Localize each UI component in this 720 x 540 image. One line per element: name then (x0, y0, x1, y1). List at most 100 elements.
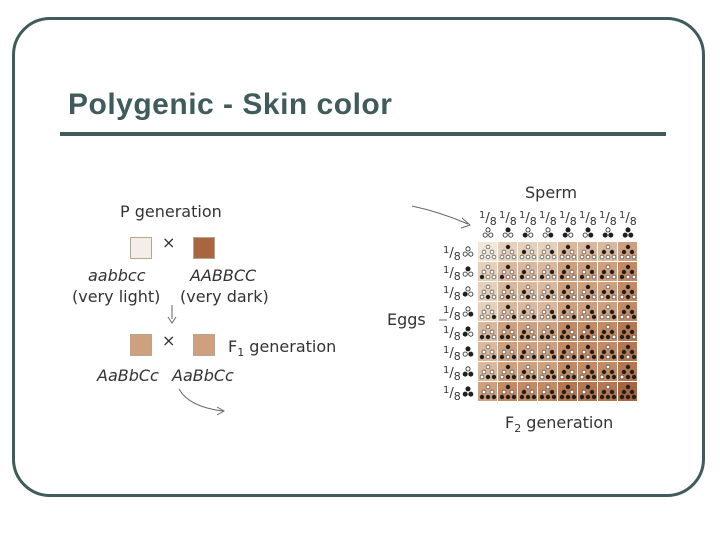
sperm-fraction: 1/8 (559, 210, 577, 228)
sperm-fraction: 1/8 (579, 210, 597, 228)
cross-symbol-f1: × (162, 331, 176, 350)
sperm-gamete-icon (481, 226, 495, 245)
f2-offspring-cell (578, 262, 598, 282)
egg-gamete-icon (461, 345, 475, 364)
cross-symbol-p: × (162, 233, 176, 252)
f2-offspring-cell (618, 242, 638, 262)
f2-offspring-cell (518, 362, 538, 382)
parent1-phenotype: (very light) (72, 287, 161, 306)
f2-offspring-cell (518, 262, 538, 282)
egg-gamete-icon (461, 305, 475, 324)
sperm-gamete-icon (561, 226, 575, 245)
f2-offspring-cell (478, 362, 498, 382)
slide-frame (12, 17, 705, 497)
f2-offspring-cell (578, 242, 598, 262)
egg-fraction: 1/8 (443, 325, 461, 343)
f2-offspring-cell (598, 382, 618, 402)
eggs-arrow (439, 319, 447, 321)
parent1-swatch (130, 237, 152, 259)
f2-offspring-cell (518, 242, 538, 262)
sperm-gamete-icon (501, 226, 515, 245)
sperm-gamete-icon (621, 226, 635, 245)
f2-offspring-cell (618, 282, 638, 302)
f2-offspring-cell (578, 342, 598, 362)
sperm-fraction: 1/8 (619, 210, 637, 228)
sperm-fraction: 1/8 (519, 210, 537, 228)
f1-generation-label: F1 generation (228, 337, 337, 360)
f1-swatch-2 (193, 334, 215, 356)
f2-offspring-cell (498, 262, 518, 282)
f2-offspring-cell (478, 262, 498, 282)
f2-offspring-cell (478, 342, 498, 362)
f2-offspring-cell (498, 282, 518, 302)
p-to-f1-arrow (167, 305, 177, 324)
sperm-fraction: 1/8 (539, 210, 557, 228)
f2-offspring-cell (558, 322, 578, 342)
egg-gamete-icon (461, 365, 475, 384)
egg-gamete-icon (461, 325, 475, 344)
f2-offspring-cell (618, 322, 638, 342)
sperm-gamete-icon (521, 226, 535, 245)
eggs-label: Eggs (387, 310, 426, 329)
f2-offspring-cell (498, 322, 518, 342)
f2-offspring-cell (538, 322, 558, 342)
f2-offspring-cell (598, 282, 618, 302)
f2-offspring-cell (598, 302, 618, 322)
egg-fraction: 1/8 (443, 385, 461, 403)
f2-offspring-cell (478, 322, 498, 342)
f2-offspring-cell (478, 242, 498, 262)
f2-offspring-cell (598, 362, 618, 382)
egg-fraction: 1/8 (443, 345, 461, 363)
egg-gamete-icon (461, 265, 475, 284)
f2-offspring-cell (498, 242, 518, 262)
title-underline (60, 132, 666, 136)
f2-offspring-cell (598, 262, 618, 282)
f2-offspring-cell (618, 302, 638, 322)
f1-swatch-1 (130, 334, 152, 356)
egg-fraction: 1/8 (443, 365, 461, 383)
egg-fraction: 1/8 (443, 305, 461, 323)
egg-gamete-icon (461, 245, 475, 264)
sperm-fraction: 1/8 (499, 210, 517, 228)
parent2-genotype: AABBCC (190, 266, 257, 285)
f2-offspring-cell (478, 302, 498, 322)
f2-offspring-cell (498, 362, 518, 382)
f1-genotype-1: AaBbCc (97, 366, 159, 385)
parent2-swatch (193, 237, 215, 259)
p-generation-label: P generation (120, 202, 222, 221)
f1-to-f2-arrow (178, 388, 226, 416)
sperm-label: Sperm (525, 183, 578, 202)
parent1-genotype: aabbcc (88, 266, 146, 285)
f2-offspring-cell (518, 382, 538, 402)
f2-offspring-cell (498, 302, 518, 322)
f2-offspring-cell (578, 322, 598, 342)
f2-offspring-cell (578, 302, 598, 322)
sperm-gamete-icon (581, 226, 595, 245)
parent2-phenotype: (very dark) (180, 287, 269, 306)
f2-offspring-cell (518, 302, 538, 322)
f2-offspring-cell (598, 322, 618, 342)
f2-offspring-cell (538, 262, 558, 282)
f2-offspring-cell (558, 362, 578, 382)
sperm-arrow (411, 205, 471, 229)
f2-offspring-cell (578, 362, 598, 382)
f2-offspring-cell (558, 242, 578, 262)
f2-offspring-cell (538, 382, 558, 402)
f2-offspring-cell (618, 362, 638, 382)
f2-offspring-cell (558, 302, 578, 322)
egg-gamete-icon (461, 285, 475, 304)
f2-offspring-cell (618, 382, 638, 402)
f2-offspring-cell (478, 382, 498, 402)
f1-genotype-2: AaBbCc (172, 366, 234, 385)
f2-offspring-cell (538, 362, 558, 382)
f2-offspring-cell (498, 342, 518, 362)
f2-offspring-cell (618, 342, 638, 362)
f2-offspring-cell (518, 342, 538, 362)
f2-offspring-cell (578, 282, 598, 302)
f2-offspring-cell (578, 382, 598, 402)
f2-offspring-cell (618, 262, 638, 282)
egg-gamete-icon (461, 385, 475, 404)
sperm-fraction: 1/8 (479, 210, 497, 228)
egg-fraction: 1/8 (443, 245, 461, 263)
f2-offspring-cell (538, 242, 558, 262)
